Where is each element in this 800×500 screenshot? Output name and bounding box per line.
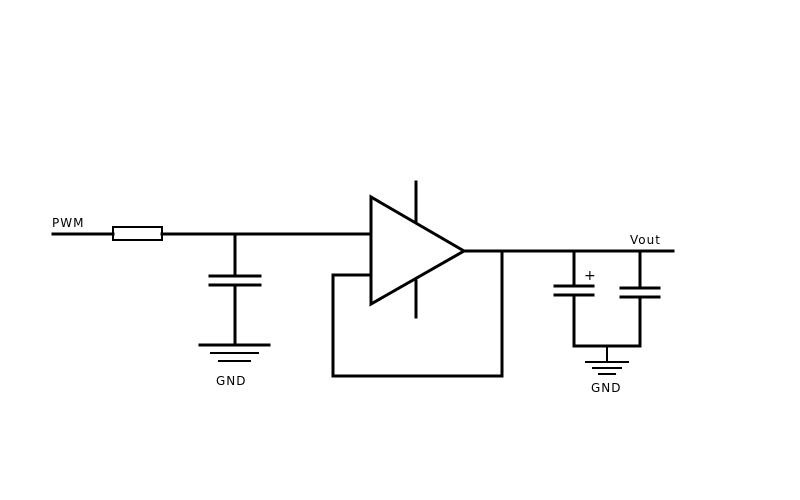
gnd-right-label: GND [591, 381, 622, 395]
vout-label: Vout [630, 233, 661, 247]
ground-left: GND [198, 343, 271, 388]
pwm-label: PWM [52, 216, 84, 230]
output-capacitor [619, 249, 661, 348]
ground-right: GND [585, 361, 629, 395]
input-resistor [112, 226, 163, 241]
feedback-wire [331, 249, 504, 378]
filter-capacitor [208, 232, 262, 347]
op-amp-body [369, 194, 468, 307]
buffer-op-amp [369, 180, 468, 319]
output-electrolytic-capacitor: + [553, 249, 596, 348]
input-node: PWM [51, 216, 115, 236]
polarity-plus-label: + [584, 268, 596, 284]
gnd-left-label: GND [216, 374, 247, 388]
